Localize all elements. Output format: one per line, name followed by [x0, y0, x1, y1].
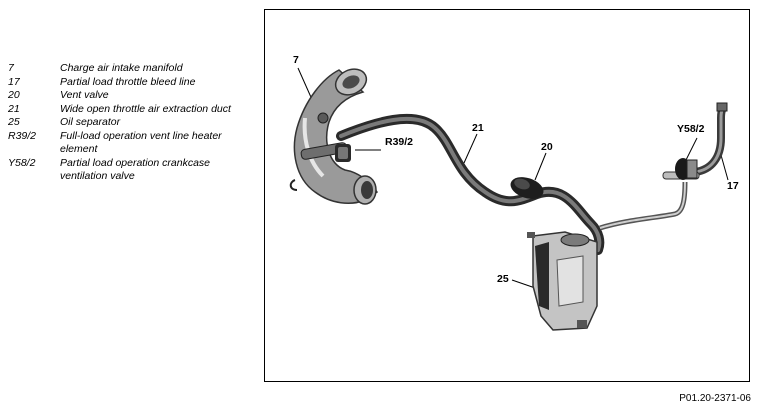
- leader-line-17: [720, 154, 729, 181]
- vent-valve-20: [510, 177, 544, 199]
- legend-number: 20: [8, 89, 20, 101]
- legend-number: 21: [8, 102, 20, 115]
- diagram-drawing: [289, 67, 729, 331]
- charge-air-intake-manifold-7: [289, 68, 379, 205]
- leader-line-20: [534, 152, 547, 181]
- legend-number: 25: [8, 116, 20, 128]
- line-17: [599, 102, 728, 231]
- legend-item: 25 Oil separator: [8, 116, 258, 130]
- callout-17: 17: [727, 180, 739, 192]
- leader-line-y58-2: [685, 137, 698, 161]
- callout-7: 7: [293, 54, 299, 66]
- heater-element-r39-2: [335, 144, 351, 162]
- callout-20: 20: [541, 141, 553, 153]
- legend-item: 21 Wide open throttle air extraction duc…: [8, 103, 258, 117]
- callout-r39-2: R39/2: [385, 136, 414, 148]
- valve-y58-2: [662, 158, 700, 180]
- legend-number: 7: [8, 62, 14, 74]
- legend-item: 7 Charge air intake manifold: [8, 62, 258, 76]
- legend-description: Wide open throttle air extraction duct: [60, 102, 231, 115]
- legend-item: R39/2 Full-load operation vent line heat…: [8, 130, 258, 157]
- legend-description: Charge air intake manifold: [60, 62, 183, 74]
- leader-line-21: [463, 133, 478, 164]
- legend-item: 20 Vent valve: [8, 89, 258, 103]
- legend-description: Vent valve: [60, 89, 109, 101]
- diagram-figure: 7 R39/2 21 20 Y58/2 17 25: [264, 9, 750, 382]
- legend-description: Partial load operation crankcase ventila…: [60, 156, 211, 183]
- legend-description: Full-load operation vent line heater ele…: [60, 129, 222, 156]
- legend-item: 17 Partial load throttle bleed line: [8, 76, 258, 90]
- legend-description: Oil separator: [60, 116, 121, 128]
- legend-item: Y58/2 Partial load operation crankcase v…: [8, 157, 258, 184]
- legend-description: Partial load throttle bleed line: [60, 75, 196, 88]
- callout-21: 21: [472, 122, 484, 134]
- oil-separator-25: [527, 231, 598, 331]
- legend-number: Y58/2: [8, 156, 36, 169]
- callout-25: 25: [497, 273, 509, 285]
- legend-number: R39/2: [8, 129, 37, 142]
- legend: 7 Charge air intake manifold 17 Partial …: [8, 62, 258, 184]
- legend-number: 17: [8, 75, 20, 88]
- duct-21: [336, 113, 605, 255]
- figure-id: P01.20-2371-06: [679, 393, 751, 404]
- callout-y58-2: Y58/2: [677, 123, 705, 135]
